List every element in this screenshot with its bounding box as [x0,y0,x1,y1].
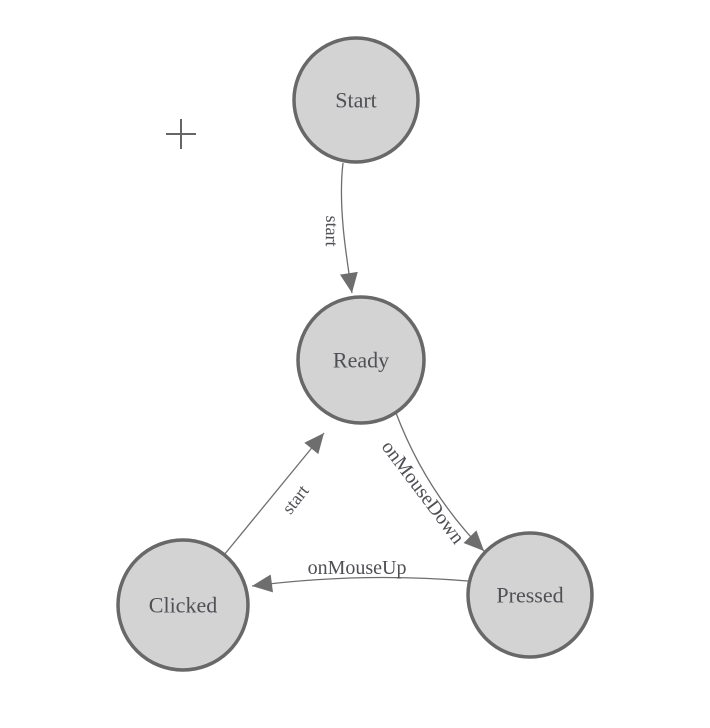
edge-ready-to-pressed[interactable]: onMouseDown [377,412,485,552]
state-node-label: Clicked [149,593,217,618]
state-circle[interactable] [296,295,426,425]
state-node-clicked[interactable]: Clicked [116,538,250,672]
state-node-pressed[interactable]: Pressed [466,531,594,659]
state-node-start[interactable]: Start [292,36,420,164]
edge-label-onmouseup: onMouseUp [308,557,407,579]
edge-pressed-to-clicked[interactable]: onMouseUp [251,557,469,593]
plus-crosshair-icon [166,119,196,149]
state-circle[interactable] [292,36,420,164]
state-node-ready[interactable]: Ready [296,295,426,425]
edge-label-onmousedown: onMouseDown [377,437,469,549]
state-node-label: Pressed [496,583,563,608]
state-node-label: Ready [333,348,389,373]
edge-clicked-to-ready[interactable]: start [223,432,325,556]
edge-label-start-2: start [278,481,313,518]
state-node-label: Start [335,88,377,113]
edge-start-to-ready[interactable]: start [322,162,358,294]
edge-label-start: start [322,215,343,246]
state-circle[interactable] [116,538,250,672]
state-circle[interactable] [466,531,594,659]
